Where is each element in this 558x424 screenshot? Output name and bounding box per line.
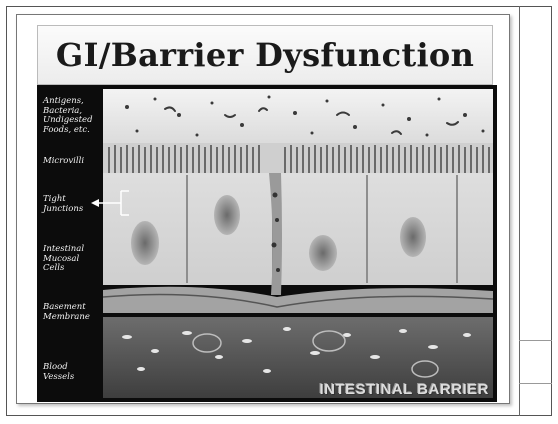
intestinal-barrier-illustration [37,85,497,402]
label-mucosal-cells: Intestinal Mucosal Cells [43,245,99,274]
figure-label-column: Antigens, Bacteria, Undigested Foods, et… [37,85,99,402]
slide: GI/Barrier Dysfunction [16,14,510,404]
nucleus [131,221,159,265]
lumen-area [103,89,493,149]
right-margin-line [519,383,552,384]
right-margin-divider [519,6,520,416]
basement-membrane [103,287,493,313]
slide-title: GI/Barrier Dysfunction [56,36,474,74]
nucleus [214,195,240,235]
nucleus [309,235,337,271]
right-margin-line [519,340,552,341]
nucleus [400,217,426,257]
mucosal-cells [103,173,493,285]
label-basement-membrane: Basement Membrane [43,303,99,322]
label-microvilli: Microvilli [43,157,99,167]
intestinal-barrier-figure: Antigens, Bacteria, Undigested Foods, et… [37,85,497,402]
label-antigens: Antigens, Bacteria, Undigested Foods, et… [43,97,99,135]
title-box: GI/Barrier Dysfunction [37,25,493,85]
label-tight-junctions: Tight Junctions [43,195,99,214]
figure-caption: INTESTINAL BARRIER [319,381,489,398]
label-blood-vessels: Blood Vessels [43,363,99,382]
